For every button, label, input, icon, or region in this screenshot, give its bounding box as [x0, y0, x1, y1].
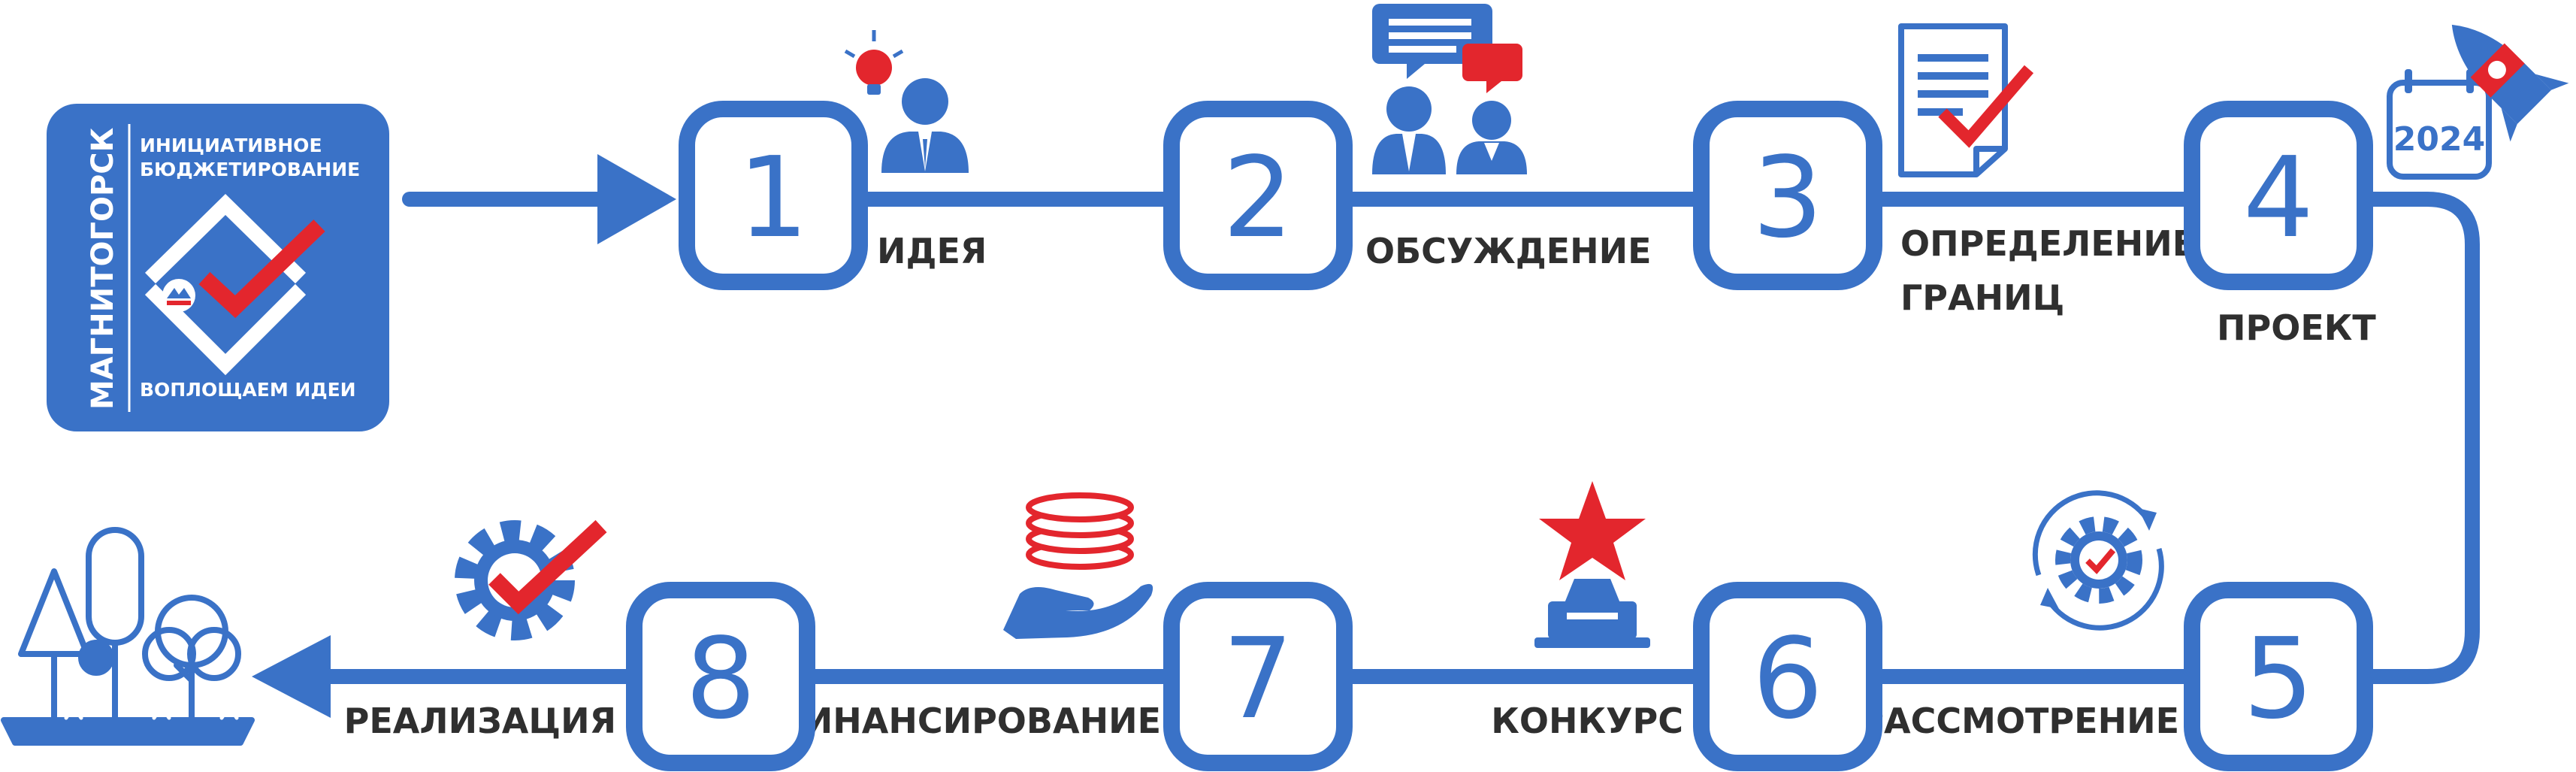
gear-check-icon	[455, 519, 607, 640]
arrow-out-head	[252, 635, 331, 718]
step-6: 6 КОНКУРС	[1491, 481, 1882, 771]
step-box	[2184, 582, 2373, 771]
step-box	[1163, 582, 1353, 771]
discussion-people-icon	[1372, 4, 1527, 174]
step-number: 6	[1752, 614, 1823, 743]
step-number: 2	[1223, 133, 1293, 262]
arrow-in-head	[597, 154, 676, 244]
step-number: 7	[1223, 614, 1293, 743]
hand-coins-icon	[1003, 492, 1153, 639]
checkmark-diamond-icon	[144, 193, 325, 376]
step-number: 4	[2243, 133, 2314, 262]
step-box	[1693, 582, 1882, 771]
logo-line2: БЮДЖЕТИРОВАНИЕ	[140, 159, 360, 180]
step-label-line1: ОПРЕДЕЛЕНИЕ	[1900, 223, 2196, 264]
step-7: 7 ФИНАНСИРОВАНИЕ	[769, 492, 1353, 771]
step-label: РАССМОТРЕНИЕ	[1858, 701, 2179, 741]
step-label: КОНКУРС	[1491, 701, 1683, 741]
calendar-rocket-icon: 2024	[2387, 24, 2569, 180]
step-number: 3	[1752, 133, 1823, 262]
right-curve	[2367, 192, 2480, 684]
step-box	[2184, 101, 2373, 290]
step-label-line2: ГРАНИЦ	[1900, 277, 2064, 318]
person-lightbulb-icon	[844, 30, 969, 173]
gear-cycle-check-icon	[2032, 490, 2164, 631]
step-box	[1163, 101, 1353, 290]
step-4: 4 ПРОЕКТ 2024	[2184, 24, 2569, 348]
star-trophy-icon	[1534, 481, 1650, 648]
step-number: 1	[738, 133, 809, 262]
logo-background	[47, 104, 389, 431]
document-check-icon	[1898, 23, 2034, 177]
logo-slogan: ВОПЛОЩАЕМ ИДЕИ	[140, 379, 356, 401]
step-8: 8 РЕАЛИЗАЦИЯ	[344, 519, 815, 771]
step-box	[626, 582, 815, 771]
step-5: 5 РАССМОТРЕНИЕ	[1858, 490, 2373, 771]
step-label: ИДЕЯ	[877, 231, 987, 271]
trees-park-icon	[1, 527, 255, 746]
step-number: 8	[685, 614, 756, 743]
logo-line1: ИНИЦИАТИВНОЕ	[140, 135, 322, 156]
calendar-year: 2024	[2393, 120, 2485, 159]
step-label: РЕАЛИЗАЦИЯ	[344, 701, 616, 741]
logo: МАГНИТОГОРСК ИНИЦИАТИВНОЕ БЮДЖЕТИРОВАНИЕ…	[47, 104, 389, 431]
step-1: 1 ИДЕЯ	[679, 30, 987, 290]
step-3: 3 ОПРЕДЕЛЕНИЕ ГРАНИЦ	[1693, 23, 2196, 318]
step-number: 5	[2243, 614, 2314, 743]
logo-city: МАГНИТОГОРСК	[86, 127, 120, 410]
step-2: 2 ОБСУЖДЕНИЕ	[1163, 4, 1652, 290]
step-label: ФИНАНСИРОВАНИЕ	[769, 701, 1161, 741]
step-label: ОБСУЖДЕНИЕ	[1365, 231, 1652, 271]
step-box	[679, 101, 868, 290]
step-label: ПРОЕКТ	[2217, 307, 2376, 348]
step-box	[1693, 101, 1882, 290]
